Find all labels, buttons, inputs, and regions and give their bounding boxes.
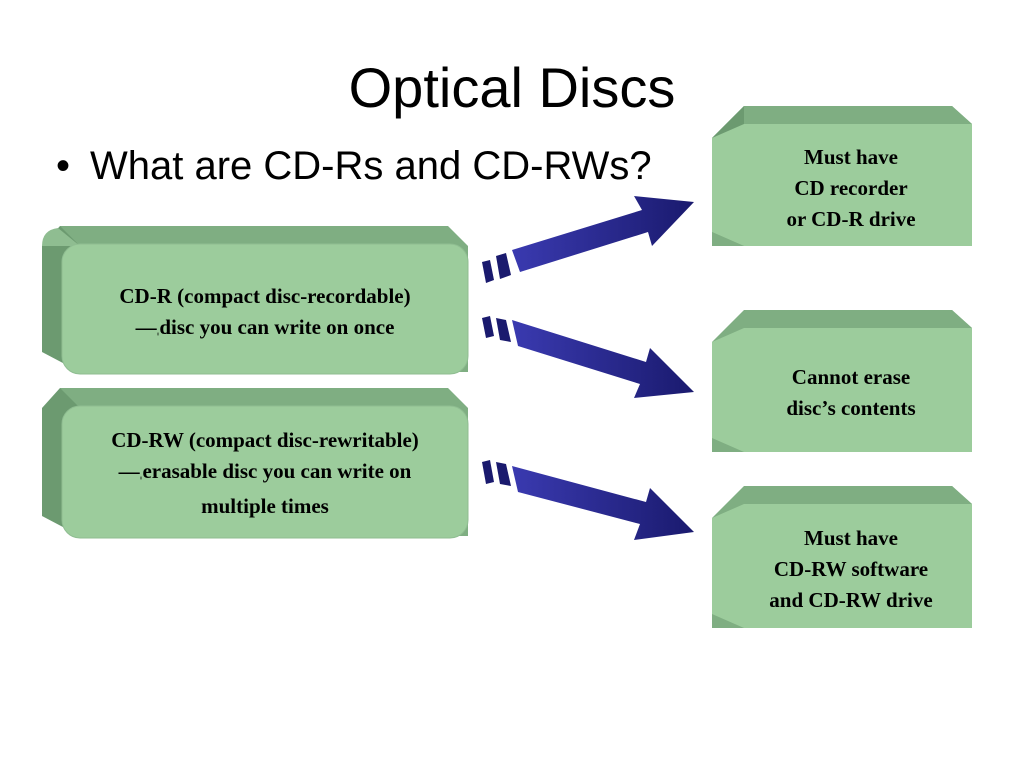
cdr-requirement-line2: CD recorder <box>794 176 908 200</box>
cdr-definition-line1: CD-R (compact disc-recordable) <box>119 284 411 308</box>
cdr-requirement-line3: or CD-R drive <box>786 207 916 231</box>
cdrw-definition-line3: multiple times <box>201 494 329 518</box>
cannot-erase-box <box>712 310 972 452</box>
cdr-definition-line2: —₀disc you can write on once <box>62 312 468 347</box>
bullet-text: What are CD-Rs and CD-RWs? <box>90 144 652 188</box>
cdr-requirement-box <box>712 106 972 246</box>
cannot-erase-text: Cannot erase disc’s contents <box>730 362 972 424</box>
arrow-right-down-icon <box>482 316 694 398</box>
cannot-erase-line1: Cannot erase <box>791 365 911 389</box>
dash-mark: ₀ <box>156 327 160 336</box>
bullet-item: • What are CD-Rs and CD-RWs? <box>56 146 652 186</box>
cdrw-definition-text: CD-RW (compact disc-rewritable) —₀erasab… <box>62 425 468 522</box>
cdr-definition-box <box>42 226 469 375</box>
cdrw-definition-line1: CD-RW (compact disc-rewritable) <box>111 428 419 452</box>
cdr-definition-line2-text: disc you can write on once <box>159 315 395 339</box>
cdrw-definition-line2: —₀erasable disc you can write on <box>62 456 468 491</box>
em-dash: — <box>118 459 140 483</box>
cdrw-requirement-line2: CD-RW software <box>773 557 929 581</box>
cdrw-requirement-line3: and CD-RW drive <box>769 588 933 612</box>
cdr-requirement-text: Must have CD recorder or CD-R drive <box>730 142 972 235</box>
em-dash: — <box>135 315 157 339</box>
arrow-right-down-icon <box>482 460 694 540</box>
cdrw-requirement-line1: Must have <box>804 526 898 550</box>
cdr-requirement-line1: Must have <box>804 145 898 169</box>
dash-mark: ₀ <box>139 471 143 480</box>
slide-title: Optical Discs <box>348 56 676 119</box>
cdrw-requirement-box <box>712 486 972 628</box>
cdrw-definition-line2-text: erasable disc you can write on <box>142 459 412 483</box>
arrow-right-up-icon <box>482 196 694 283</box>
cannot-erase-line2: disc’s contents <box>786 396 916 420</box>
cdr-definition-text: CD-R (compact disc-recordable) —₀disc yo… <box>62 281 468 347</box>
bullet-dot-icon: • <box>56 144 71 188</box>
cdrw-definition-box <box>42 388 469 539</box>
cdrw-requirement-text: Must have CD-RW software and CD-RW drive <box>730 523 972 616</box>
